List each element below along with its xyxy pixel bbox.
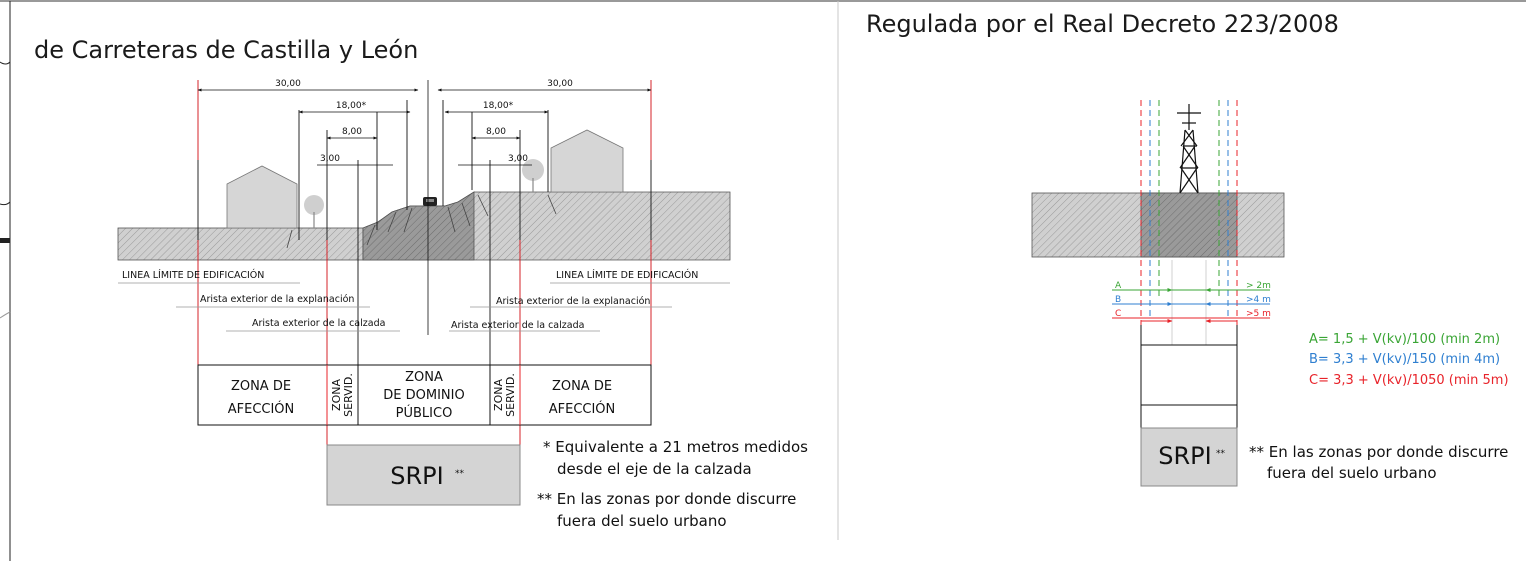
label-linea-right: LINEA LÍMITE DE EDIFICACIÓN <box>556 269 698 281</box>
zone-servid-left-l2: SERVID. <box>342 373 355 417</box>
dim-8-right: 8,00 <box>486 127 506 137</box>
ground-left <box>117 227 364 261</box>
formula-a: A= 1,5 + V(kv)/100 (min 2m) <box>1309 332 1500 347</box>
srpi-box-right <box>1140 427 1238 487</box>
dim-18-right: 18,00* <box>483 101 514 111</box>
slope-ticks <box>286 194 557 249</box>
zone-afeccion-left-l1: ZONA DE <box>231 379 291 394</box>
note-1-line-2: desde el eje de la calzada <box>557 460 752 478</box>
zone-servid-left-l1: ZONA <box>330 379 343 411</box>
formula-c: C= 3,3 + V(kv)/1050 (min 5m) <box>1309 373 1509 388</box>
dim-8-left: 8,00 <box>342 127 362 137</box>
tree-left <box>304 195 324 215</box>
dim-18-left: 18,00* <box>336 101 367 111</box>
house-left <box>226 165 298 229</box>
right-note-line-2: fuera del suelo urbano <box>1267 464 1437 482</box>
dim-30-right: 30,00 <box>547 79 573 89</box>
left-panel: de Carreteras de Castilla y León <box>34 36 808 530</box>
srpi-sup-right: ** <box>1216 449 1226 459</box>
letter-a: A <box>1115 281 1122 291</box>
corridor-block <box>1140 192 1238 258</box>
label-arista-calzada-left: Arista exterior de la calzada <box>252 318 385 329</box>
road-embankment <box>362 191 475 261</box>
dim-3-left: 3,00 <box>320 154 340 164</box>
edge-mark <box>0 201 11 206</box>
label-arista-calzada-right: Arista exterior de la calzada <box>451 320 584 331</box>
note-1-line-1: * Equivalente a 21 metros medidos <box>543 438 808 456</box>
zone-afeccion-right-l1: ZONA DE <box>552 379 612 394</box>
label-arista-explanacion-left: Arista exterior de la explanación <box>200 294 354 305</box>
note-2-line-1: ** En las zonas por donde discurre <box>537 490 796 508</box>
distance-b: >4 m <box>1246 295 1271 305</box>
srpi-box-left <box>326 444 521 506</box>
srpi-sup-left: ** <box>455 469 465 479</box>
edge-mark <box>0 61 11 65</box>
zone-afeccion-right-l2: AFECCIÓN <box>549 401 616 417</box>
srpi-label-right: SRPI <box>1158 442 1211 470</box>
dim-3-right: 3,00 <box>508 154 528 164</box>
left-title: de Carreteras de Castilla y León <box>34 36 418 64</box>
house-right <box>550 129 624 193</box>
corridor-frame <box>1140 325 1238 428</box>
zone-servid-right-l2: SERVID. <box>504 373 517 417</box>
zone-dominio-l1: ZONA <box>405 370 443 385</box>
srpi-label-left: SRPI <box>390 462 443 490</box>
pylon-icon <box>1177 104 1201 194</box>
right-note-line-1: ** En las zonas por donde discurre <box>1249 443 1508 461</box>
label-linea-left: LINEA LÍMITE DE EDIFICACIÓN <box>122 269 264 281</box>
clearance-lines <box>1140 100 1238 325</box>
zones-table <box>197 364 652 426</box>
zone-dominio-l2: DE DOMINIO <box>383 388 464 403</box>
formula-b: B= 3,3 + V(kv)/150 (min 4m) <box>1309 352 1500 367</box>
tree-right <box>522 159 544 181</box>
distance-c: >5 m <box>1246 309 1271 319</box>
zone-servid-right-l1: ZONA <box>492 379 505 411</box>
distance-a: > 2m <box>1246 281 1271 291</box>
dimension-lines <box>197 88 652 166</box>
label-arista-explanacion-right: Arista exterior de la explanación <box>496 296 650 307</box>
letter-b: B <box>1115 295 1121 305</box>
zone-afeccion-left-l2: AFECCIÓN <box>228 401 295 417</box>
right-title: Regulada por el Real Decreto 223/2008 <box>866 10 1339 38</box>
edge-mark <box>0 311 11 319</box>
right-panel: Regulada por el Real Decreto 223/2008 <box>866 10 1509 487</box>
edge-mark <box>0 238 10 243</box>
letter-c: C <box>1115 309 1121 319</box>
zone-dominio-l3: PÚBLICO <box>396 405 453 421</box>
dim-30-left: 30,00 <box>275 79 301 89</box>
note-2-line-2: fuera del suelo urbano <box>557 512 727 530</box>
